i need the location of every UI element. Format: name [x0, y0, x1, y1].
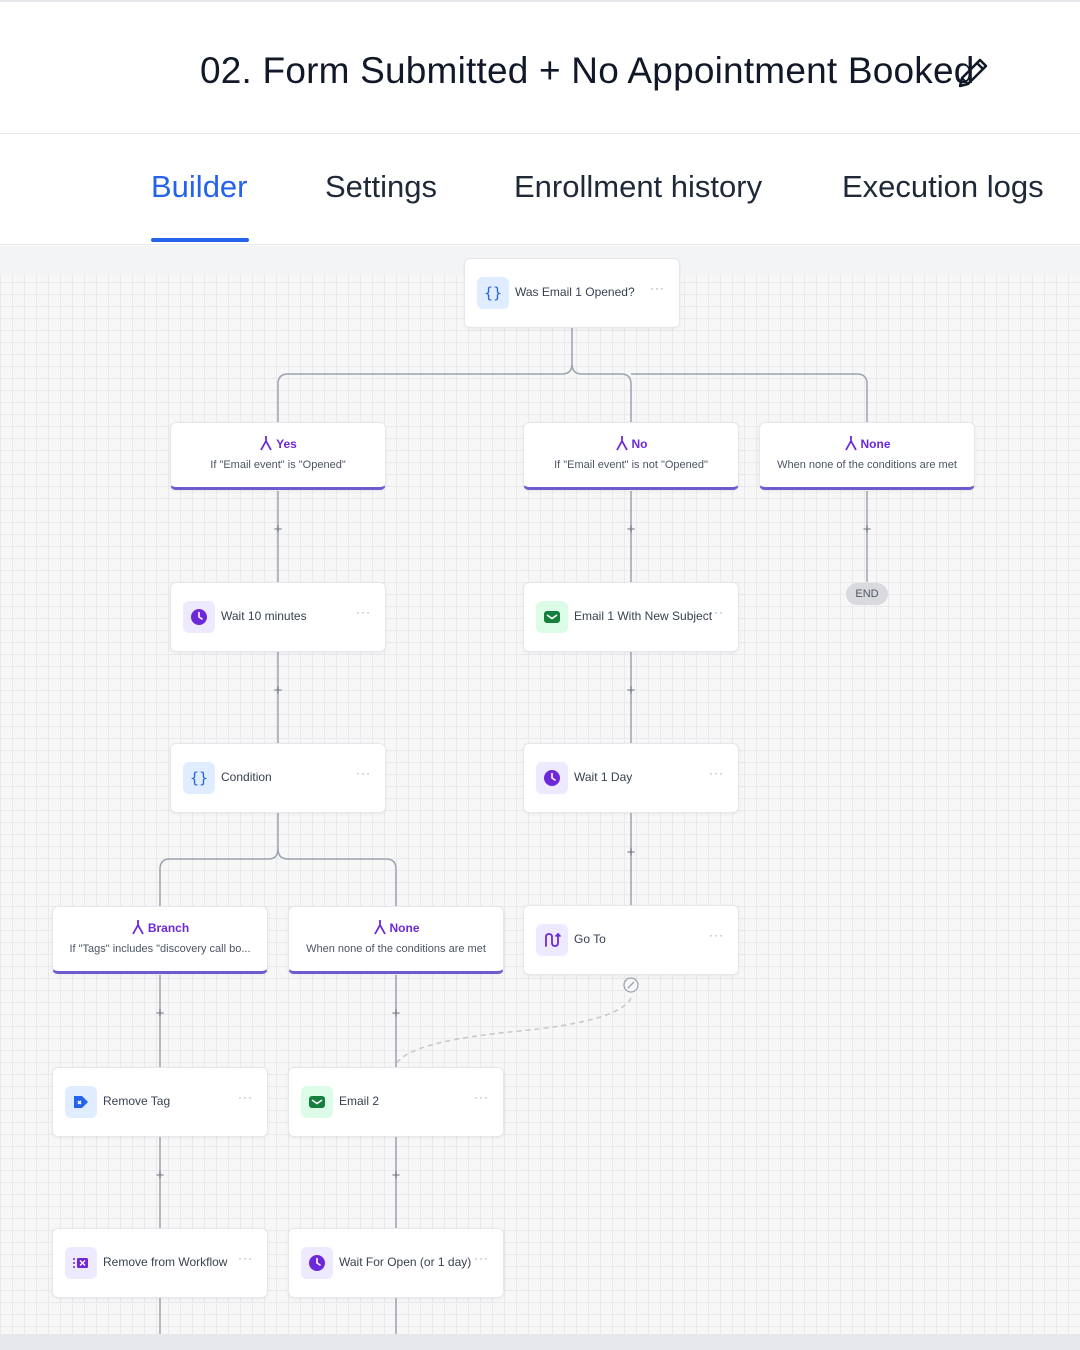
condition-menu[interactable]: ···	[356, 766, 371, 780]
wait-10-minutes-menu[interactable]: ···	[356, 605, 371, 619]
sub-branch-header: Branch	[53, 919, 267, 935]
branch-no-card[interactable]: No If "Email event" is not "Opened"	[523, 422, 739, 490]
email-icon	[301, 1086, 333, 1118]
branch-yes-condition: If "Email event" is "Opened"	[210, 459, 346, 471]
clock-icon	[536, 762, 568, 794]
wait-for-open-card[interactable]: Wait For Open (or 1 day) ···	[288, 1228, 504, 1298]
edit-title-button[interactable]	[952, 52, 992, 92]
branch-icon	[615, 436, 628, 451]
email-icon	[536, 601, 568, 633]
workflow-title: 02. Form Submitted + No Appointment Book…	[200, 50, 975, 91]
title-bar: 02. Form Submitted + No Appointment Book…	[0, 0, 1080, 134]
email-1-new-subject-label: Email 1 With New Subject	[574, 609, 713, 623]
pencil-icon	[958, 58, 988, 88]
builder-canvas[interactable]: {} Was Email 1 Opened? ··· Yes If "Email…	[0, 246, 1080, 1334]
add-step-button[interactable]: +	[273, 521, 283, 538]
add-step-button[interactable]: +	[155, 1167, 165, 1184]
sub-none-card[interactable]: None When none of the conditions are met	[288, 906, 504, 974]
branch-yes-name: Yes	[276, 437, 297, 451]
wait-for-open-label: Wait For Open (or 1 day)	[339, 1255, 472, 1269]
tab-builder[interactable]: Builder	[151, 169, 248, 204]
branch-icon	[844, 436, 857, 451]
go-to-card[interactable]: Go To ···	[523, 905, 739, 975]
wait-1-day-card[interactable]: Wait 1 Day ···	[523, 743, 739, 813]
active-tab-indicator	[151, 238, 249, 242]
sub-none-condition: When none of the conditions are met	[306, 943, 486, 955]
braces-icon: {}	[183, 762, 215, 794]
email-1-new-subject-card[interactable]: Email 1 With New Subject ···	[523, 582, 739, 652]
branch-none-name: None	[860, 437, 891, 451]
add-step-button[interactable]: +	[391, 1167, 401, 1184]
wait-10-minutes-label: Wait 10 minutes	[221, 609, 307, 623]
sub-none-header: None	[289, 919, 503, 935]
add-step-button[interactable]: +	[391, 1005, 401, 1022]
remove-from-workflow-card[interactable]: Remove from Workflow ···	[52, 1228, 268, 1298]
tab-settings[interactable]: Settings	[325, 169, 438, 204]
svg-text:{}: {}	[484, 284, 502, 302]
add-step-button[interactable]: +	[273, 682, 283, 699]
add-step-button[interactable]: +	[626, 844, 636, 861]
top-condition-menu[interactable]: ···	[650, 281, 665, 295]
branch-yes-card[interactable]: Yes If "Email event" is "Opened"	[170, 422, 386, 490]
wait-for-open-menu[interactable]: ···	[474, 1251, 489, 1265]
wait-10-minutes-card[interactable]: Wait 10 minutes ···	[170, 582, 386, 652]
branch-none-card[interactable]: None When none of the conditions are met	[759, 422, 975, 490]
add-step-button[interactable]: +	[626, 521, 636, 538]
remove-tag-label: Remove Tag	[103, 1094, 171, 1108]
email-1-new-subject-menu[interactable]: ···	[709, 605, 724, 619]
tab-enrollment-history[interactable]: Enrollment history	[514, 169, 763, 204]
connector-lines	[159, 328, 868, 1334]
tag-remove-icon	[65, 1086, 97, 1118]
email-2-card[interactable]: Email 2 ···	[288, 1067, 504, 1137]
sub-branch-name: Branch	[147, 921, 190, 935]
go-to-label: Go To	[574, 932, 606, 946]
add-step-button[interactable]: +	[626, 682, 636, 699]
branch-none-header: None	[760, 435, 974, 451]
sub-branch-card[interactable]: Branch If "Tags" includes "discovery cal…	[52, 906, 268, 974]
branch-yes-header: Yes	[171, 435, 385, 451]
braces-icon: {}	[477, 277, 509, 309]
condition-card[interactable]: {} Condition ···	[170, 743, 386, 813]
email-2-menu[interactable]: ···	[474, 1090, 489, 1104]
condition-label: Condition	[221, 770, 272, 784]
link-icon	[623, 977, 639, 993]
remove-from-workflow-menu[interactable]: ···	[238, 1251, 253, 1265]
branch-icon	[132, 920, 144, 935]
remove-tag-card[interactable]: Remove Tag ···	[52, 1067, 268, 1137]
wait-1-day-menu[interactable]: ···	[709, 766, 724, 780]
sub-branch-condition: If "Tags" includes "discovery call bo...	[69, 943, 251, 955]
clock-icon	[301, 1247, 333, 1279]
remove-tag-menu[interactable]: ···	[238, 1090, 253, 1104]
top-condition-card[interactable]: {} Was Email 1 Opened? ···	[464, 258, 680, 328]
workflow-remove-icon	[65, 1247, 97, 1279]
branch-none-condition: When none of the conditions are met	[777, 459, 957, 471]
branch-icon	[373, 920, 386, 935]
tab-execution-logs[interactable]: Execution logs	[842, 169, 1044, 204]
bottom-scroll-strip	[0, 1334, 1080, 1350]
branch-no-condition: If "Email event" is not "Opened"	[554, 459, 708, 471]
end-badge: END	[846, 583, 888, 605]
clock-icon	[183, 601, 215, 633]
wait-1-day-label: Wait 1 Day	[574, 770, 633, 784]
svg-text:{}: {}	[190, 769, 208, 787]
sub-none-name: None	[389, 921, 420, 935]
goto-icon	[536, 924, 568, 956]
remove-from-workflow-label: Remove from Workflow	[103, 1255, 228, 1269]
branch-no-header: No	[524, 435, 738, 451]
branch-no-name: No	[631, 437, 648, 451]
branch-icon	[260, 436, 272, 451]
go-to-menu[interactable]: ···	[709, 928, 724, 942]
email-2-label: Email 2	[339, 1094, 380, 1108]
top-condition-label: Was Email 1 Opened?	[515, 285, 635, 299]
tabs-bar: Builder Settings Enrollment history Exec…	[0, 135, 1080, 245]
add-step-button[interactable]: +	[155, 1005, 165, 1022]
add-step-button[interactable]: +	[862, 521, 872, 538]
